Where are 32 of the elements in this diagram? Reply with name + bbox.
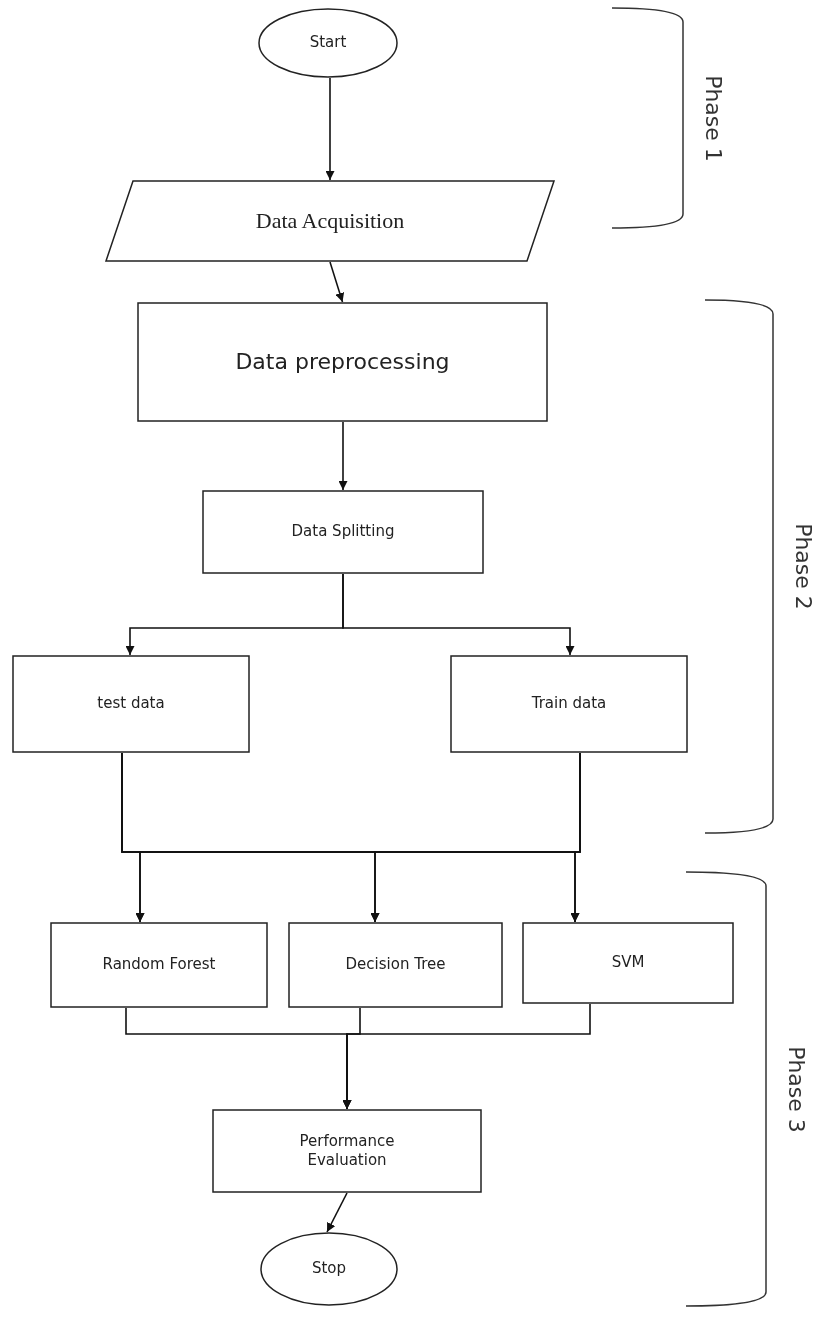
- arrow: [342, 1003, 591, 1110]
- node-label: Data Splitting: [291, 522, 395, 542]
- node-label: Performance Evaluation: [298, 1131, 396, 1171]
- terminal-oval: [258, 8, 398, 78]
- node-label: Data preprocessing: [235, 347, 450, 376]
- arrow: [338, 421, 348, 491]
- node-label: SVM: [611, 953, 645, 973]
- phase-label: Phase 3: [783, 1045, 809, 1133]
- process-box: [137, 302, 548, 422]
- node-label: Data Acquisition: [255, 206, 405, 235]
- process-box: [212, 1109, 482, 1193]
- arrow: [342, 573, 575, 656]
- process-box: [12, 655, 250, 753]
- phase-label: Phase 1: [700, 74, 726, 162]
- process-box: [50, 922, 268, 1008]
- input-parallelogram: [105, 180, 555, 262]
- arrow: [570, 752, 581, 923]
- process-box: [450, 655, 688, 753]
- arrow: [326, 1192, 348, 1233]
- node-label: Stop: [311, 1259, 347, 1279]
- node-label: Decision Tree: [345, 955, 446, 975]
- arrow: [325, 77, 335, 181]
- phase-label: Phase 2: [790, 523, 816, 610]
- process-box: [288, 922, 503, 1008]
- arrow: [329, 261, 345, 303]
- node-label: Start: [309, 33, 347, 53]
- node-label: Random Forest: [102, 955, 216, 975]
- node-label: test data: [97, 694, 165, 714]
- process-box: [522, 922, 734, 1004]
- process-box: [202, 490, 484, 574]
- terminal-oval: [260, 1232, 398, 1306]
- node-label: Train data: [531, 694, 607, 714]
